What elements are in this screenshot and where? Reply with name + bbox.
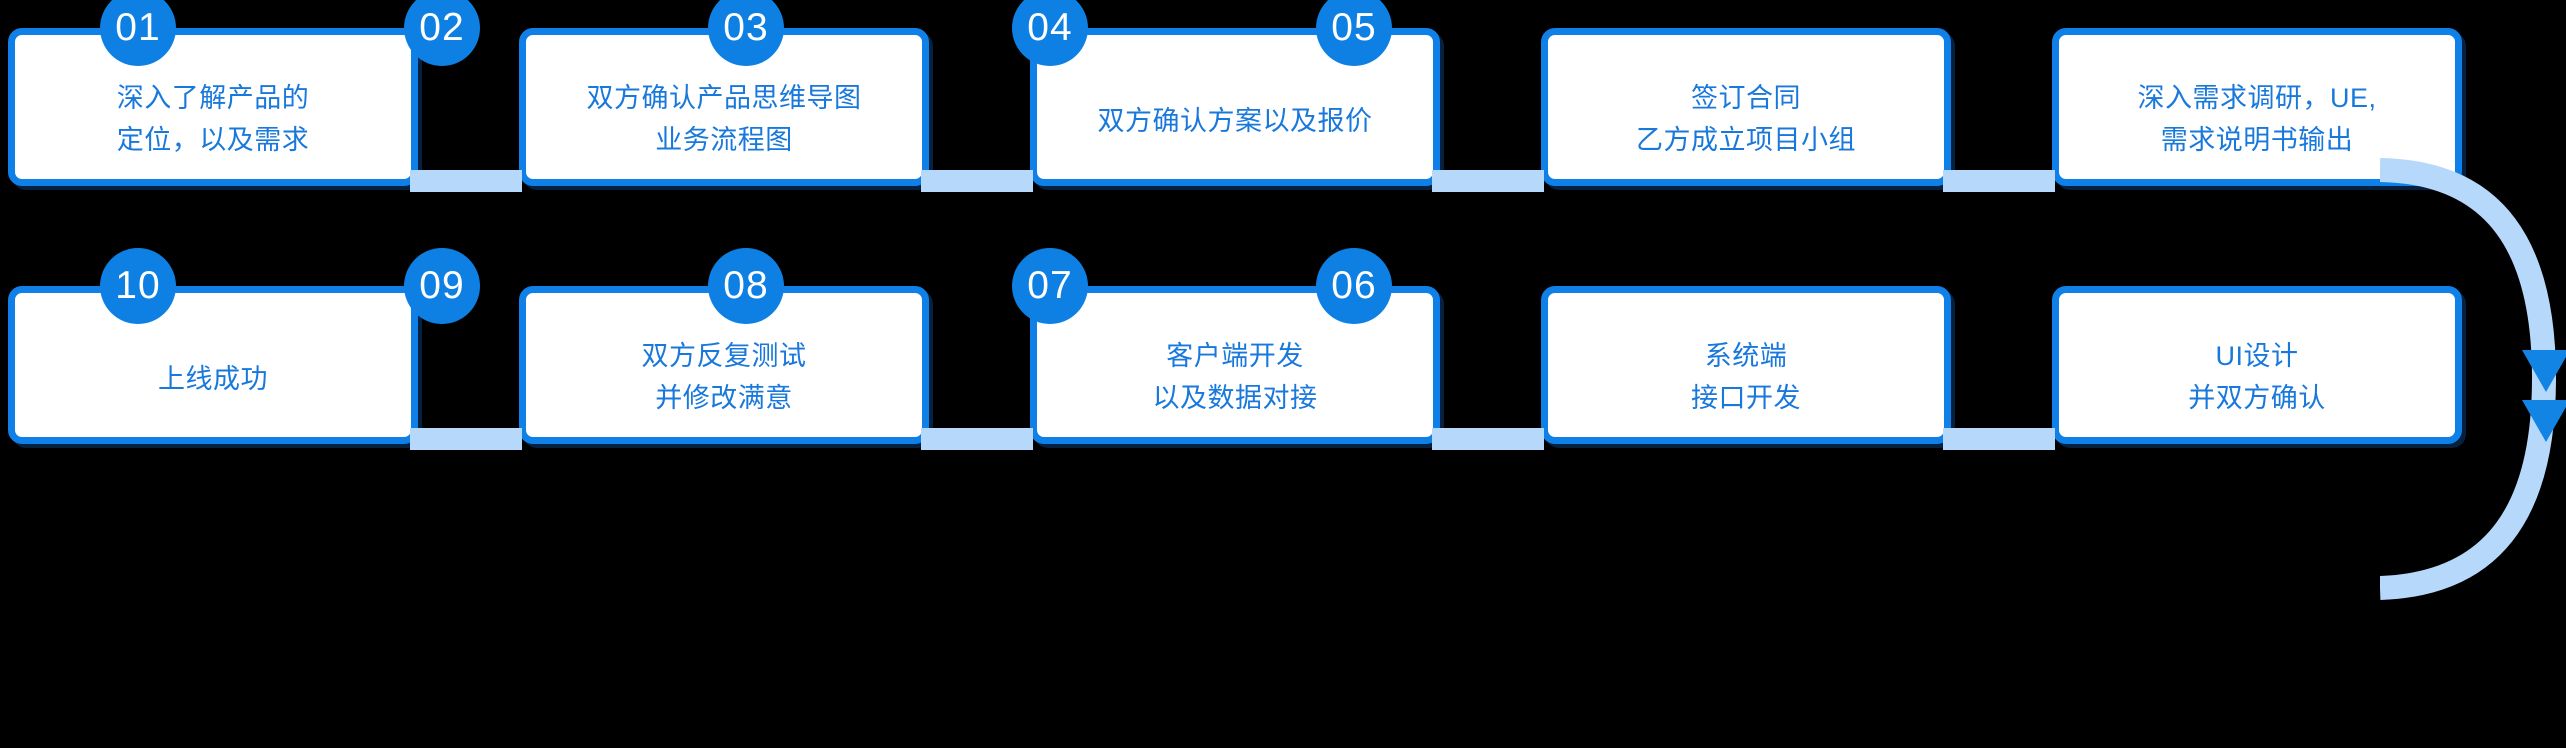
step-badge-01: 01 [100,0,176,66]
step-box-05[interactable]: 深入需求调研，UE, 需求说明书输出 [2052,28,2462,186]
step-badge-03: 03 [708,0,784,66]
connector-03-04 [1432,170,1544,192]
step-caption-09: 双方反复测试 并修改满意 [641,341,807,413]
step-caption-07: 系统端 接口开发 [1691,341,1801,413]
step-badge-04: 04 [1012,0,1088,66]
connector-04-05 [1943,170,2055,192]
step-box-01[interactable]: 深入了解产品的 定位，以及需求 [8,28,418,186]
step-badge-07: 07 [1012,248,1088,324]
step-box-07[interactable]: 系统端 接口开发 [1541,286,1951,444]
step-caption-03: 双方确认方案以及报价 [1097,106,1373,137]
step-caption-02: 双方确认产品思维导图 业务流程图 [586,83,862,155]
connector-09-10 [410,428,522,450]
step-badge-02: 02 [404,0,480,66]
step-box-04[interactable]: 签订合同 乙方成立项目小组 [1541,28,1951,186]
step-box-06[interactable]: UI设计 并双方确认 [2052,286,2462,444]
step-box-09[interactable]: 双方反复测试 并修改满意 [519,286,929,444]
step-box-02[interactable]: 双方确认产品思维导图 业务流程图 [519,28,929,186]
arrow-head-upper-icon [2522,350,2566,392]
step-box-10[interactable]: 上线成功 [8,286,418,444]
step-caption-08: 客户端开发 以及数据对接 [1152,341,1318,413]
step-caption-01: 深入了解产品的 定位，以及需求 [116,83,310,155]
step-caption-04: 签订合同 乙方成立项目小组 [1636,83,1856,155]
step-caption-06: UI设计 并双方确认 [2188,341,2326,413]
connector-07-08 [1432,428,1544,450]
connector-06-07 [1943,428,2055,450]
connector-01-02 [410,170,522,192]
step-caption-05: 深入需求调研，UE, 需求说明书输出 [2137,83,2377,155]
step-caption-10: 上线成功 [158,364,268,395]
step-badge-10: 10 [100,248,176,324]
arrow-head-lower-icon [2522,400,2566,442]
connector-08-09 [921,428,1033,450]
step-badge-05: 05 [1316,0,1392,66]
step-badge-08: 08 [708,248,784,324]
connector-02-03 [921,170,1033,192]
step-badge-06: 06 [1316,248,1392,324]
step-badge-09: 09 [404,248,480,324]
